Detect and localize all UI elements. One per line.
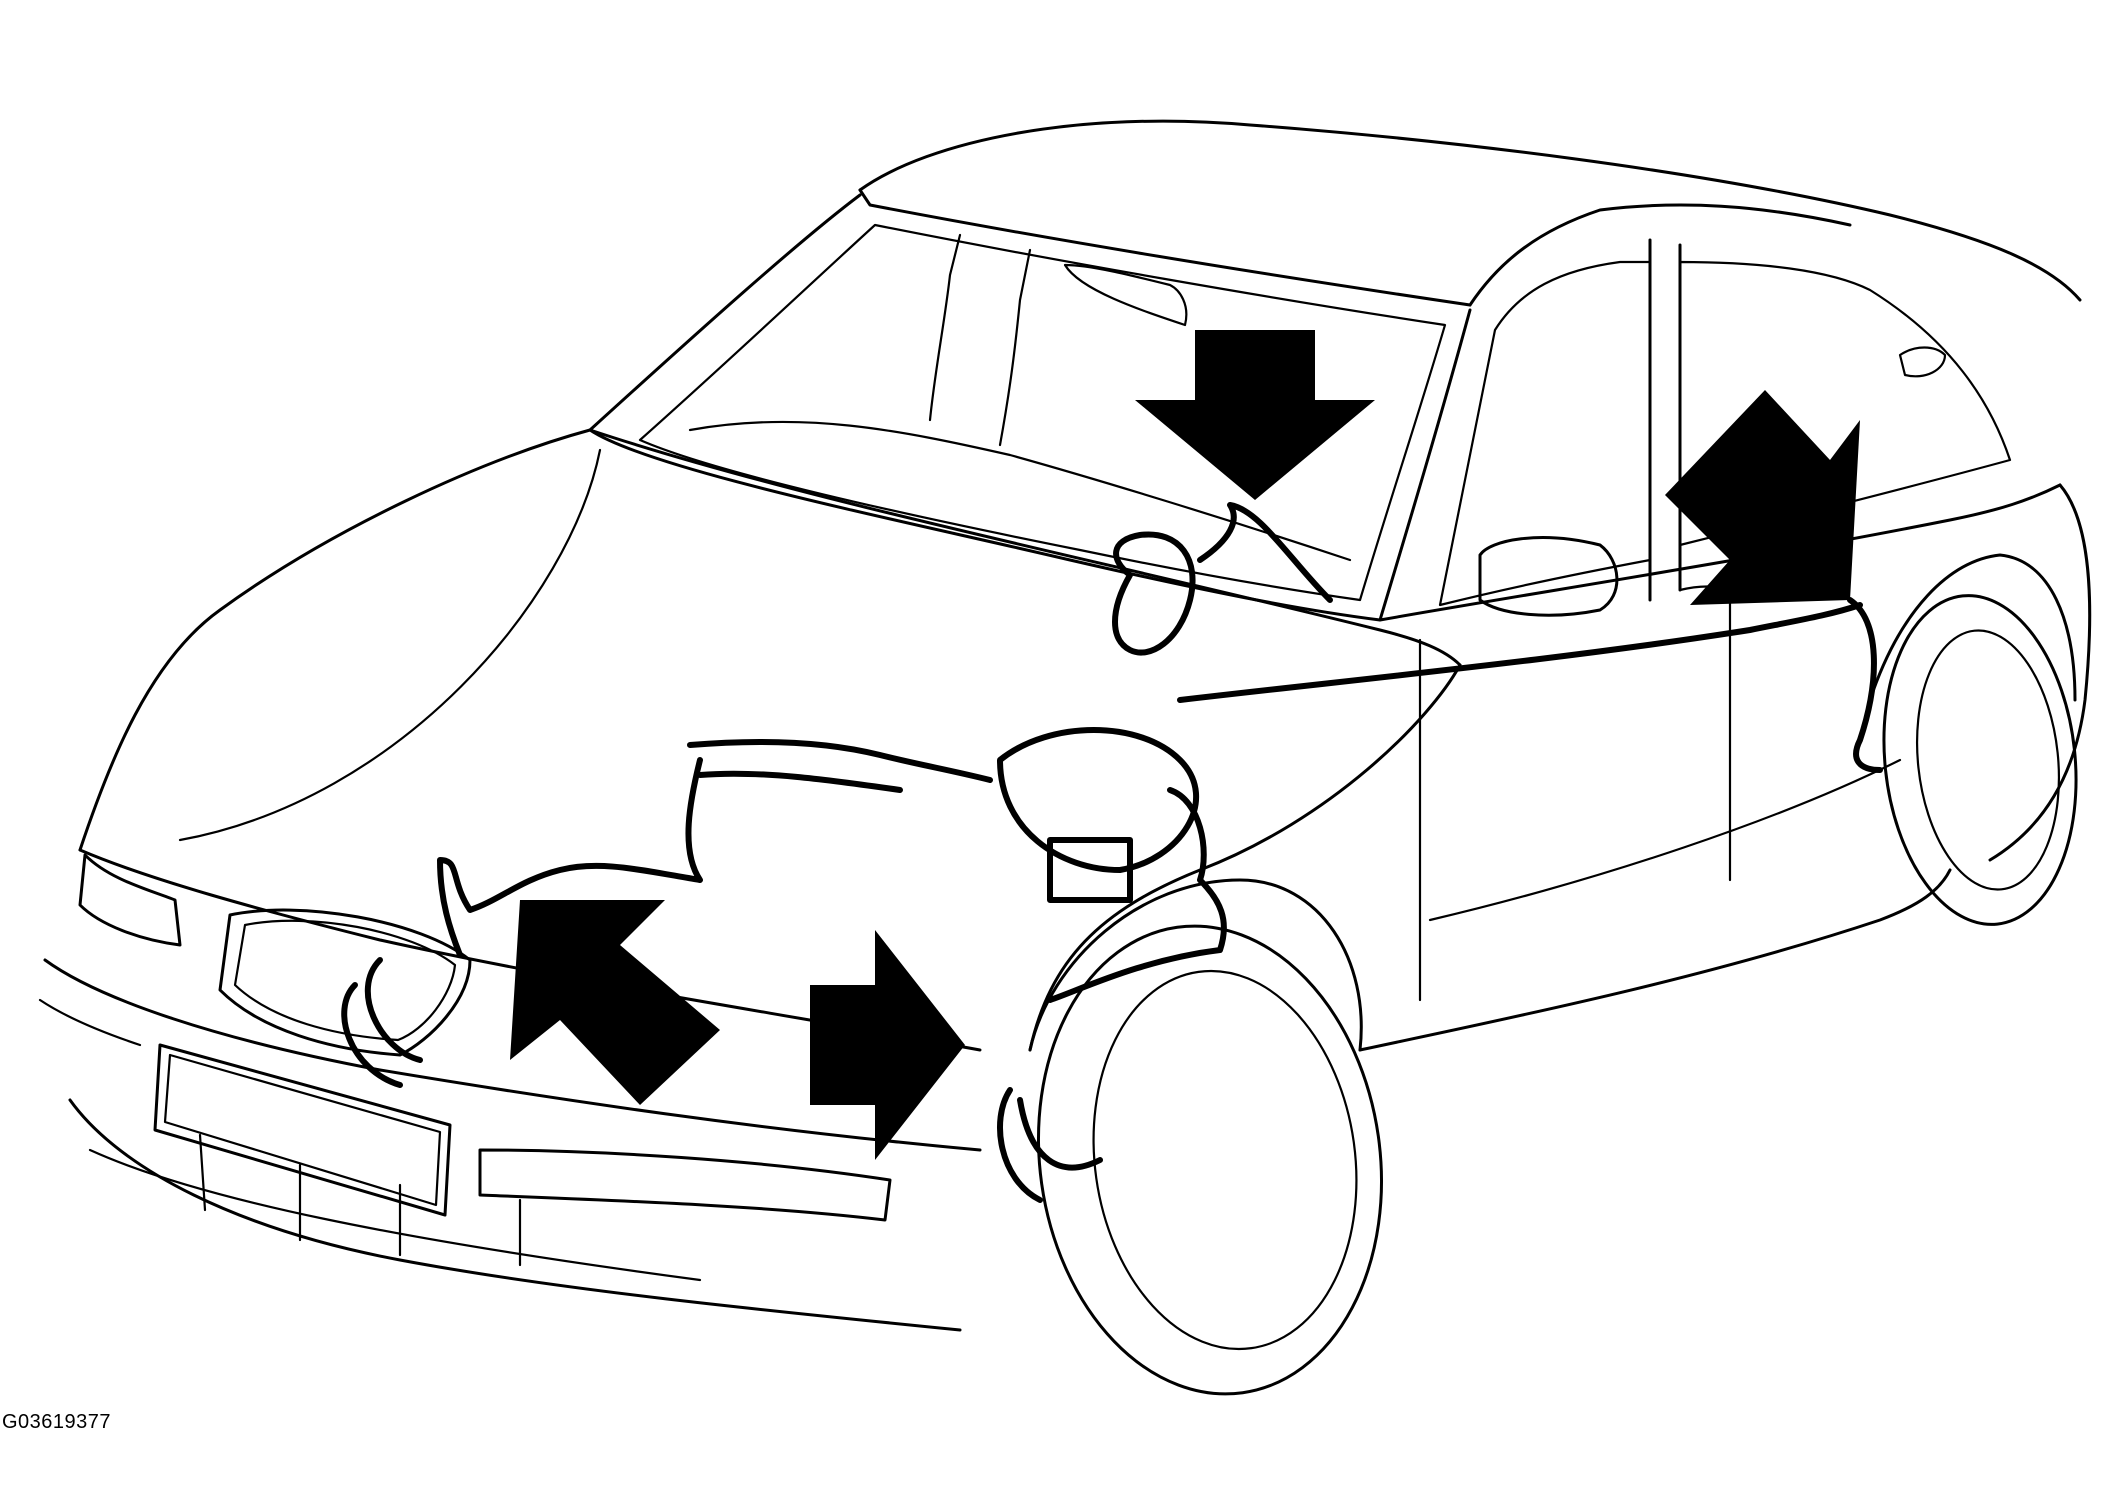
- roof-front-edge: [858, 188, 1472, 307]
- rear-caliper: [1847, 597, 1883, 773]
- brake-line-to-front-left: [437, 757, 703, 958]
- abs-block: [1047, 837, 1133, 903]
- grille-outline: [218, 908, 472, 1057]
- bumper-bottom: [68, 1098, 962, 1332]
- front-wheel-rim: [1092, 969, 1358, 1351]
- fog-light-strip: [38, 998, 142, 1047]
- brake-line-to-rear: [1177, 602, 1863, 703]
- front-fender: [1028, 663, 1462, 1052]
- a-pillar: [1468, 203, 1852, 307]
- grille-inner: [233, 919, 457, 1042]
- headrest: [1063, 263, 1188, 327]
- front-left-caliper: [341, 957, 423, 1088]
- brake-system-lines: [341, 502, 1883, 1203]
- arrow-up-left-icon: [510, 900, 720, 1105]
- hood-outline: [78, 428, 592, 852]
- front-wheel-arch: [1028, 878, 1363, 1052]
- b-pillar: [1648, 238, 1682, 602]
- roof-outline: [858, 119, 2082, 302]
- brake-booster: [1112, 531, 1196, 656]
- rear-wheel-tire: [1882, 594, 2078, 926]
- windshield-inner: [638, 223, 1447, 602]
- hood-cowl-line: [588, 428, 1462, 667]
- front-intake: [478, 1148, 892, 1222]
- seat-front-left: [928, 233, 962, 422]
- rear-wheel-arch: [1868, 553, 2077, 702]
- car-body: [38, 119, 2092, 1332]
- callout-arrows: [510, 330, 1860, 1160]
- hood-crease: [178, 448, 602, 842]
- headlight-left: [78, 853, 182, 947]
- arrow-right-icon: [810, 930, 965, 1160]
- rear-quarter: [1988, 483, 2092, 862]
- lower-grille: [88, 1133, 702, 1282]
- brake-line-to-front-right: [1047, 787, 1227, 1003]
- brake-line-left-run: [687, 739, 993, 783]
- side-window-front: [1438, 260, 1652, 607]
- front-wheel-tire: [1037, 924, 1383, 1396]
- windshield-outer: [588, 193, 1472, 622]
- license-plate-inner: [163, 1053, 442, 1207]
- abs-module: [997, 727, 1200, 873]
- side-skirt: [1358, 868, 1952, 1052]
- brake-line-left-lower: [697, 770, 903, 793]
- front-right-caliper: [997, 1087, 1103, 1203]
- side-mirror: [1478, 536, 1619, 617]
- figure-id-label: G03619377: [2, 1411, 112, 1433]
- license-plate: [153, 1043, 452, 1217]
- door-crease: [1428, 758, 1902, 922]
- bumper-top: [43, 958, 982, 1152]
- arrow-down-icon: [1135, 330, 1375, 500]
- wheels: [1037, 594, 2078, 1396]
- seat-front-right: [998, 248, 1032, 447]
- fuel-door: [1898, 346, 1947, 378]
- arrow-down-right-icon: [1665, 390, 1860, 605]
- rear-wheel-rim: [1915, 629, 2061, 891]
- master-cylinder-line: [1197, 502, 1333, 603]
